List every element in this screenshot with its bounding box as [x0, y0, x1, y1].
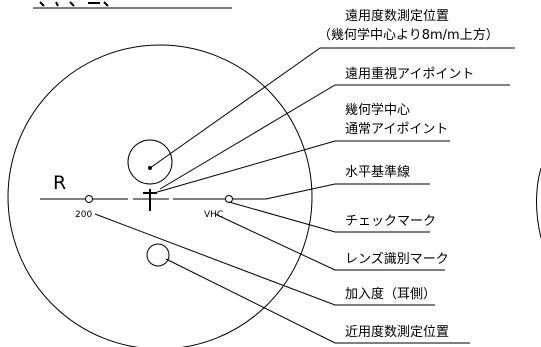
- far-eyepoint-label: 遠用重視アイポイント: [345, 66, 474, 82]
- title-fragment: [33, 1, 232, 9]
- horizontal-line-label: 水平基準線: [345, 164, 410, 180]
- far-measure-label-line2: （幾何学中心より8m/m上方）: [318, 27, 499, 43]
- horizontal-reference-line: [40, 195, 266, 203]
- far-measure-label-line1: 遠用度数測定位置: [345, 8, 449, 24]
- geo-center-label-line2: 通常アイポイント: [345, 122, 448, 137]
- lens-id-check-circle: [225, 195, 233, 203]
- addition-value: 200: [75, 210, 92, 220]
- check-mark-label: チェックマーク: [345, 214, 436, 229]
- lens-outline: [7, 44, 313, 347]
- addition-label: 加入度（耳側）: [345, 286, 436, 302]
- lens-code: VHC: [204, 210, 223, 220]
- leader-lines: [94, 47, 515, 344]
- geo-center-label-line1: 幾何学中心: [345, 102, 410, 118]
- side-label: R: [53, 172, 66, 194]
- distance-measure-circle: [127, 139, 173, 185]
- lens-id-mark-label: レンズ識別マーク: [345, 251, 449, 267]
- near-measure-label: 近用度数測定位置: [345, 324, 449, 340]
- addition-check-circle: [85, 195, 93, 203]
- near-measure-circle: [146, 243, 170, 267]
- second-lens-edge: [536, 167, 541, 239]
